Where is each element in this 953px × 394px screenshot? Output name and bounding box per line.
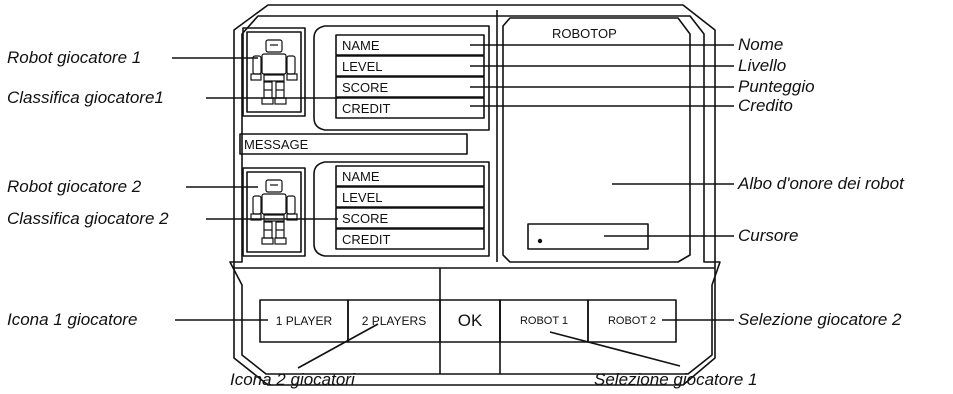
callout-robot-p2: Robot giocatore 2: [7, 177, 142, 196]
callout-ranking-p2: Classifica giocatore 2: [7, 209, 169, 228]
stats-p1-box: [313, 25, 490, 131]
leader-select-p1: [549, 331, 681, 367]
btn-robot2-frame: [587, 299, 677, 343]
outer-frame: [233, 4, 716, 386]
callout-name: Nome: [738, 35, 784, 54]
robot-p1-figure: [250, 39, 298, 105]
callout-score: Punteggio: [738, 77, 815, 96]
callout-robot-p1: Robot giocatore 1: [7, 48, 142, 67]
callout-level: Livello: [738, 56, 787, 75]
robot1-button[interactable]: ROBOT 1: [519, 315, 569, 327]
message-label: MESSAGE: [244, 137, 309, 152]
robotop-panel: [502, 17, 691, 263]
p2-score-field: SCORE: [342, 211, 389, 226]
leader-icon-2players: [297, 323, 379, 369]
inner-panel-outline: [229, 15, 721, 375]
robot-p1-box: [242, 27, 306, 117]
message-box: [239, 133, 468, 155]
p2-name-field: NAME: [342, 169, 380, 184]
callout-select-p1: Selezione giocatore 1: [594, 370, 758, 389]
p1-name-field: NAME: [342, 38, 380, 53]
two-players-button[interactable]: 2 PLAYERS: [361, 314, 427, 328]
callout-credit: Credito: [738, 96, 793, 115]
cursor-dot: [537, 238, 543, 244]
callout-cursor: Cursore: [738, 226, 799, 245]
robot2-button[interactable]: ROBOT 2: [607, 315, 657, 327]
p1-credit-field: CREDIT: [342, 101, 391, 116]
p1-level-field: LEVEL: [342, 59, 383, 74]
callout-icon-2players: Icona 2 giocatori: [230, 370, 355, 389]
p1-score-field: SCORE: [342, 80, 389, 95]
robot-p2-figure: [250, 179, 298, 245]
callout-select-p2: Selezione giocatore 2: [738, 310, 902, 329]
p2-credit-field: CREDIT: [342, 232, 391, 247]
p2-level-field: LEVEL: [342, 190, 383, 205]
callout-hall-of-fame: Albo d'onore dei robot: [738, 174, 904, 193]
one-player-button[interactable]: 1 PLAYER: [275, 314, 333, 328]
ok-button[interactable]: OK: [457, 311, 483, 330]
robotop-title: ROBOTOP: [552, 26, 617, 41]
robot-p2-box: [242, 167, 306, 257]
callout-icon-1player: Icona 1 giocatore: [7, 310, 138, 329]
stats-p2-box: [313, 161, 490, 257]
callout-ranking-p1: Classifica giocatore1: [7, 88, 164, 107]
